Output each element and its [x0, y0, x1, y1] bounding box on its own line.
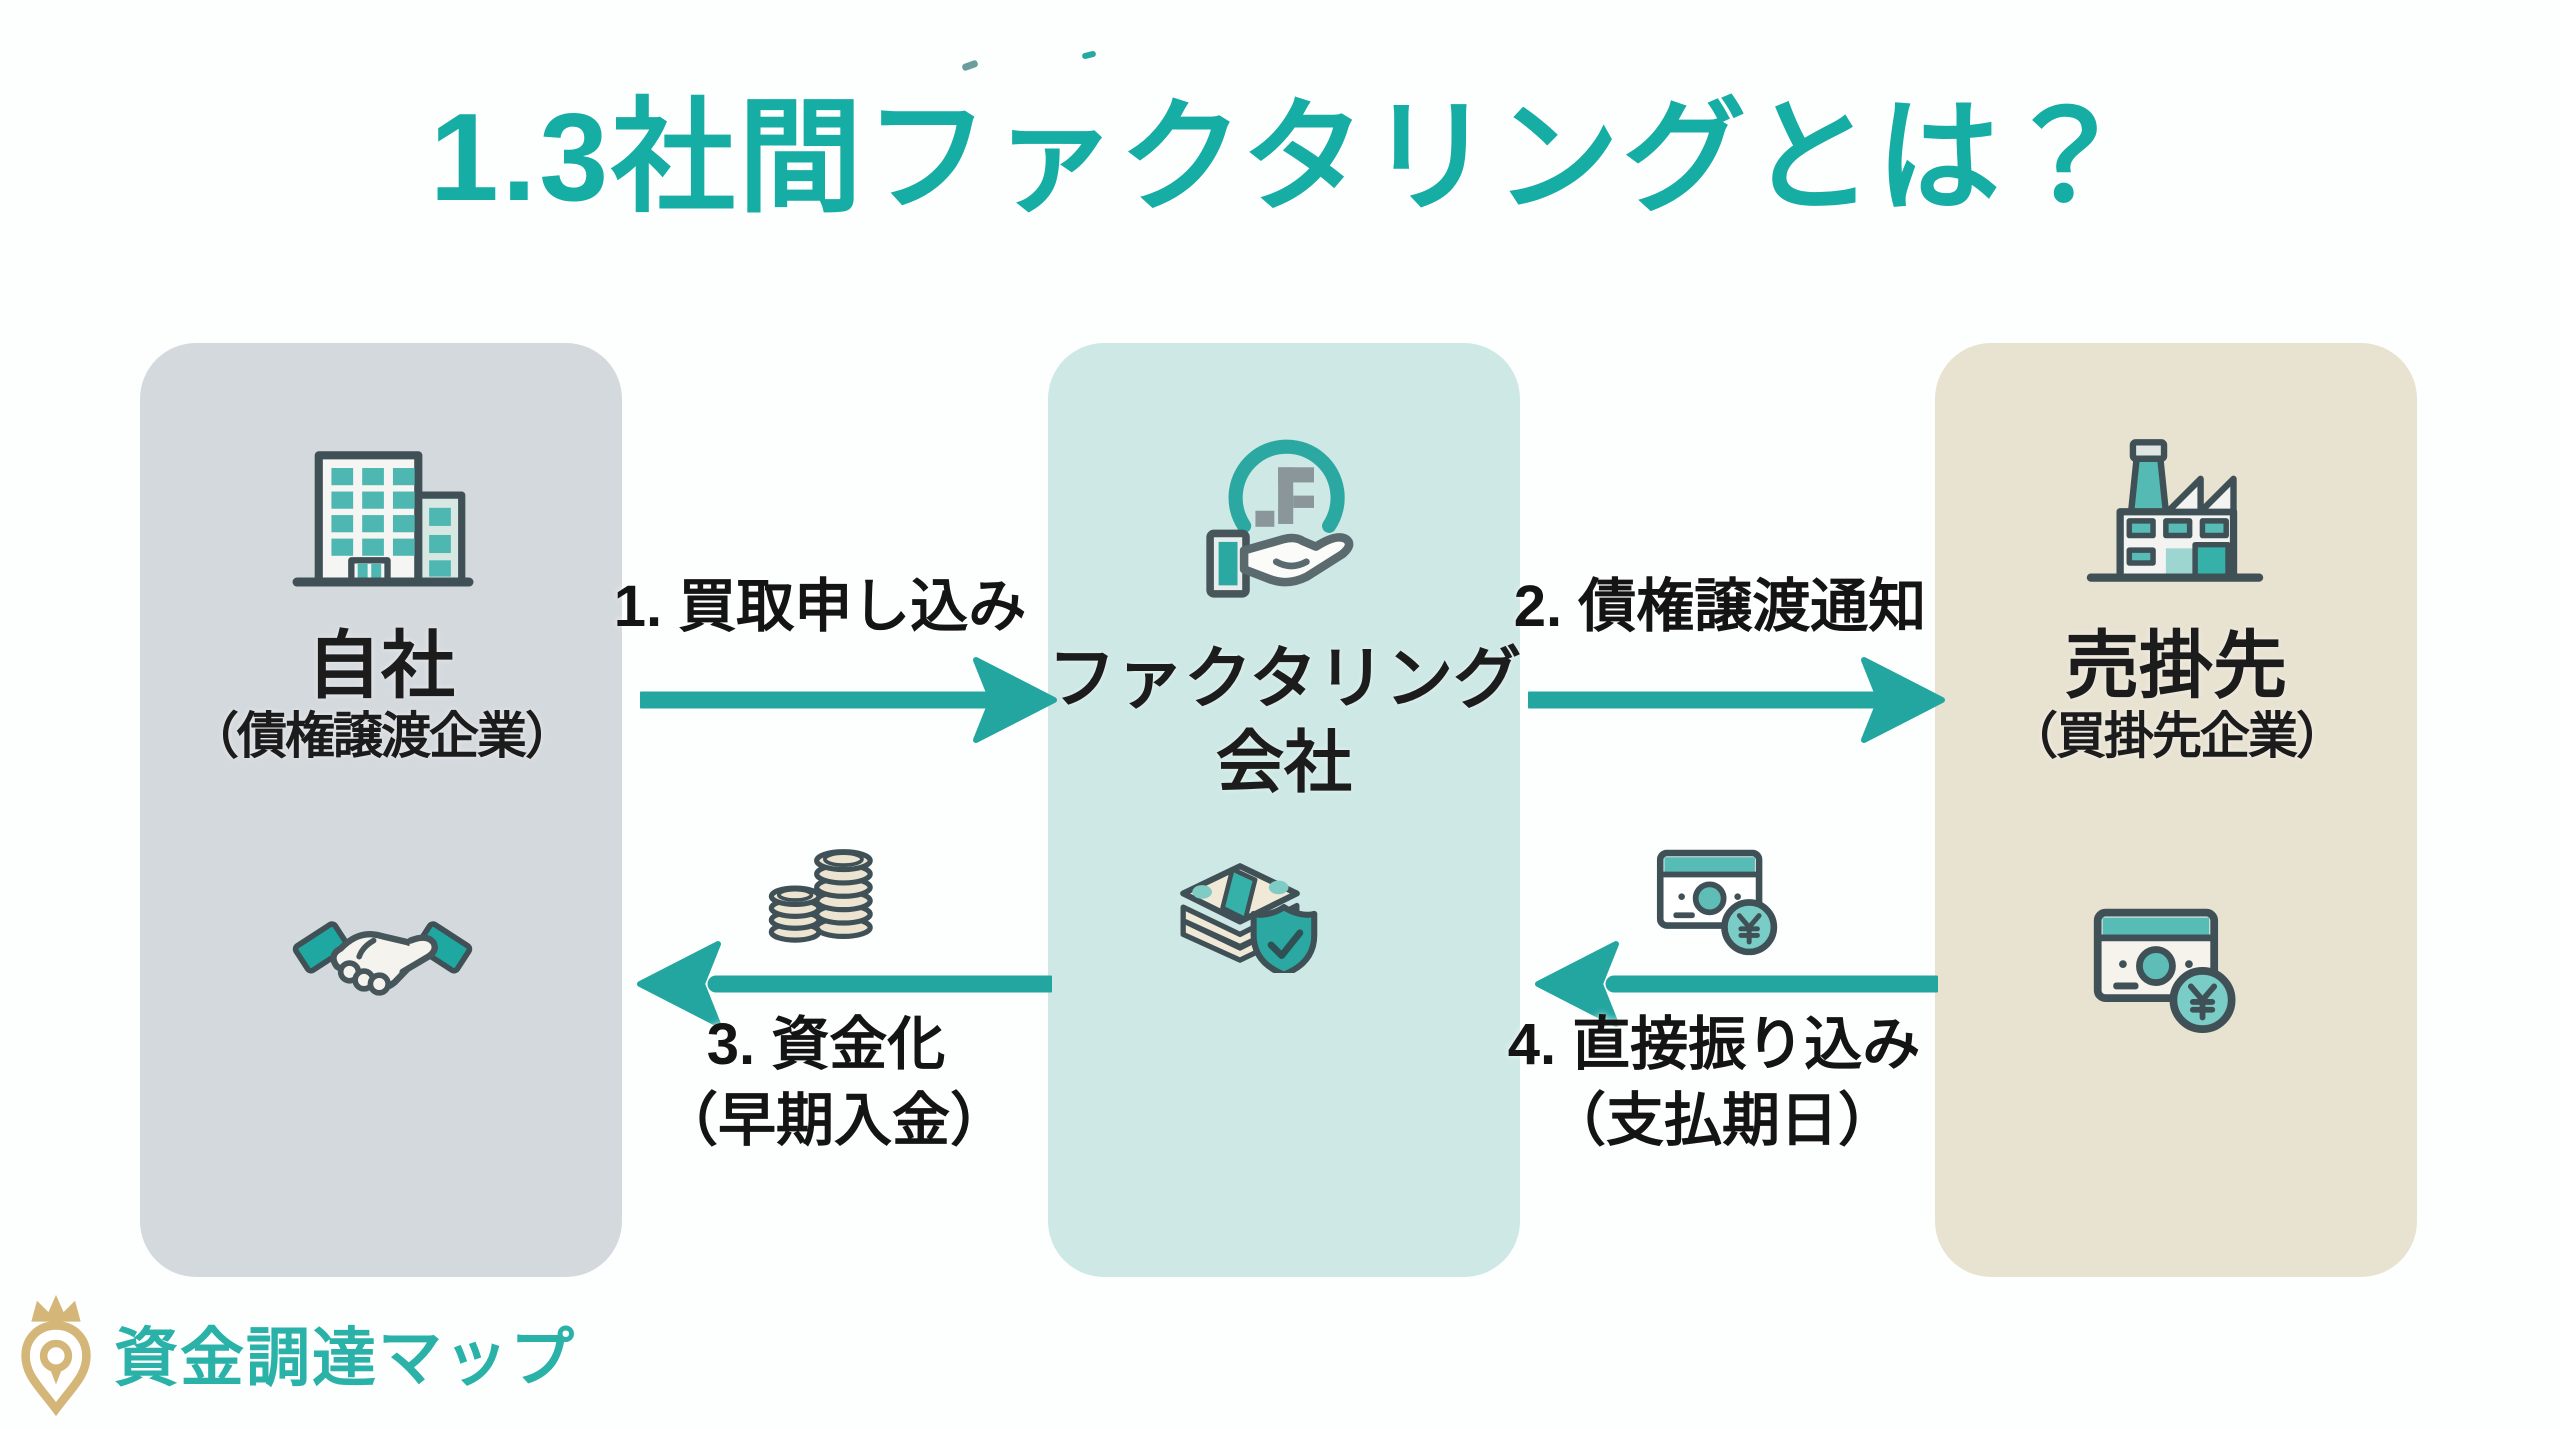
flow-3-note: （早期入金）: [659, 1088, 1009, 1153]
card-title-line2: 会社: [1215, 725, 1352, 801]
banknote-yen-icon: [2093, 908, 2236, 1034]
card-title: 自社: [307, 624, 455, 707]
arrow-1-right: [640, 657, 1057, 743]
crown-map-pin-icon: [21, 1295, 91, 1416]
banknotes-shield-icon: [1180, 863, 1318, 973]
card-own-company: 自社 （債権譲渡企業）: [140, 343, 622, 1277]
hand-holding-coin-icon: [1206, 439, 1354, 598]
arrow-4-left: [1535, 941, 1938, 1027]
card-subtitle: （買掛先企業）: [2008, 708, 2346, 764]
office-building-icon: [292, 451, 474, 587]
banknote-yen-icon: [1656, 849, 1778, 956]
flow-1-label: 1. 買取申し込み: [613, 574, 1027, 639]
card-title-line1: ファクタリング: [1048, 641, 1522, 717]
arrow-3-left: [637, 941, 1052, 1027]
flow-2-label: 2. 債権譲渡通知: [1513, 574, 1927, 639]
flow-4-label: 4. 直接振り込み: [1507, 1012, 1921, 1077]
site-logo: 資金調達マップ: [18, 1290, 576, 1416]
site-logo-text: 資金調達マップ: [114, 1322, 576, 1394]
card-title: 売掛先: [2065, 624, 2287, 707]
card-subtitle: （債権譲渡企業）: [189, 708, 575, 764]
handshake-icon: [292, 921, 473, 996]
page-title: 1.3社間ファクタリングとは？: [429, 89, 2131, 227]
flow-4-note: （支払期日）: [1547, 1088, 1897, 1153]
arrow-2-right: [1528, 657, 1945, 743]
card-customer-company: 売掛先 （買掛先企業）: [1935, 343, 2417, 1277]
flow-3-label: 3. 資金化: [706, 1012, 946, 1077]
factory-icon: [2086, 439, 2264, 582]
card-factoring-company: ファクタリング 会社: [1048, 343, 1522, 1277]
coin-stacks-icon: [768, 849, 873, 943]
